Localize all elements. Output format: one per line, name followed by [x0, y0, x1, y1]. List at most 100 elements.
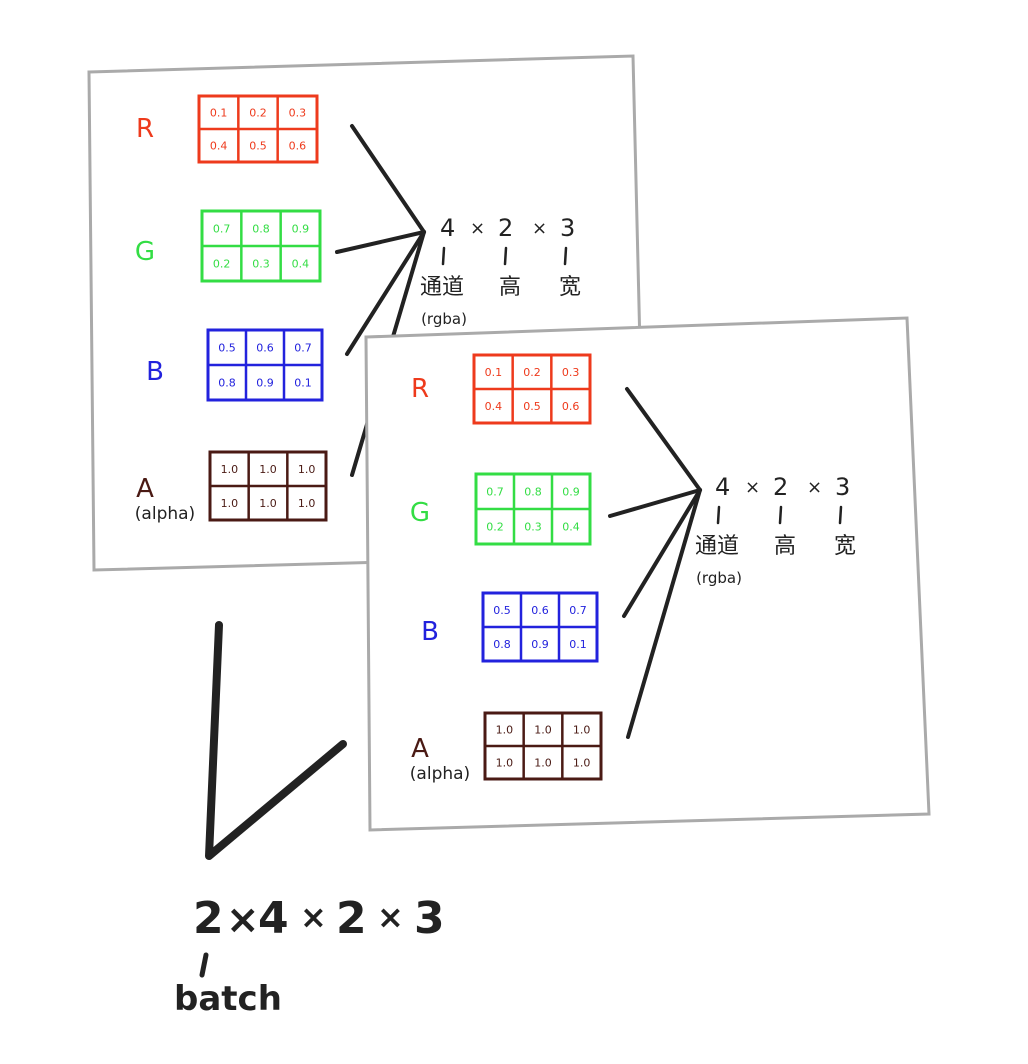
- channel-label-b: B: [146, 357, 164, 387]
- shape-dim: 2: [773, 473, 788, 501]
- grid-cell-value: 0.7: [569, 604, 587, 617]
- grid-cell-value: 0.8: [524, 486, 542, 499]
- grid-cell-value: 1.0: [496, 724, 514, 737]
- batch-label: batch: [174, 979, 282, 1019]
- shape-sep: ×: [470, 218, 485, 239]
- shape-dim: 2: [498, 214, 513, 242]
- grid-cell-value: 1.0: [534, 724, 552, 737]
- grid-cell-value: 0.9: [562, 486, 580, 499]
- grid-cell-value: 0.1: [485, 366, 503, 379]
- channel-label-r: R: [136, 114, 154, 144]
- fan-line: [335, 230, 426, 254]
- shape-tick: [563, 246, 568, 266]
- channel-note: (rgba): [421, 310, 467, 328]
- shape-sep: ×: [745, 477, 760, 498]
- batch-tick: [199, 952, 209, 978]
- batch-sep-0: ×: [226, 897, 260, 943]
- grid-cell-value: 0.7: [486, 486, 504, 499]
- channel-label-a: A: [411, 734, 429, 764]
- grid-cell-value: 0.7: [213, 223, 231, 236]
- channel-grid-b: 0.5 0.6 0.7 0.8 0.9 0.1: [206, 328, 324, 402]
- shape-sep: ×: [807, 477, 822, 498]
- channel-grid-a: 1.0 1.0 1.0 1.0 1.0 1.0: [483, 711, 603, 781]
- channel-label-g: G: [135, 237, 155, 267]
- grid-cell-value: 0.8: [493, 638, 511, 651]
- batch-sep-2: ×: [377, 898, 404, 936]
- batch-shape: 2 × 4 × 2 × 3 batch: [174, 621, 445, 1019]
- channel-grid-r: 0.1 0.2 0.3 0.4 0.5 0.6: [472, 353, 592, 425]
- fan-line: [626, 488, 702, 739]
- shape-dim-label: 宽: [559, 275, 581, 300]
- grid-cell-value: 0.3: [252, 258, 270, 271]
- grid-cell-value: 0.4: [485, 400, 503, 413]
- grid-cell-value: 0.1: [569, 638, 587, 651]
- channel-sublabel: (alpha): [410, 764, 470, 784]
- channel-grid-g: 0.7 0.8 0.9 0.2 0.3 0.4: [200, 209, 322, 283]
- shape-dim-label: 高: [499, 275, 521, 300]
- batch-dim-1: 4: [258, 893, 289, 944]
- fan-line: [608, 488, 702, 518]
- grid-cell-value: 0.1: [294, 377, 312, 390]
- channel-label-r: R: [411, 374, 429, 404]
- shape-dim-label: 通道: [420, 275, 464, 300]
- shape-dim: 3: [835, 473, 850, 501]
- channel-sublabel: (alpha): [135, 504, 195, 524]
- batch-dim-3: 3: [414, 893, 445, 944]
- shape-dim: 4: [715, 473, 730, 501]
- grid-cell-value: 1.0: [259, 463, 277, 476]
- grid-cell-value: 1.0: [259, 497, 277, 510]
- grid-cell-value: 1.0: [298, 463, 316, 476]
- grid-cell-value: 0.3: [289, 107, 307, 120]
- grid-cell-value: 0.5: [493, 604, 511, 617]
- grid-cell-value: 0.3: [562, 366, 580, 379]
- grid-cell-value: 0.1: [210, 107, 228, 120]
- shape-tick: [441, 246, 446, 266]
- grid-cell-value: 0.5: [218, 342, 236, 355]
- grid-cell-value: 1.0: [573, 757, 591, 770]
- grid-cell-value: 0.9: [531, 638, 549, 651]
- channel-grid-b: 0.5 0.6 0.7 0.8 0.9 0.1: [481, 591, 599, 663]
- grid-cell-value: 1.0: [534, 757, 552, 770]
- grid-cell-value: 1.0: [496, 757, 514, 770]
- grid-cell-value: 0.4: [292, 258, 310, 271]
- grid-cell-value: 0.8: [218, 377, 236, 390]
- shape-tick: [503, 246, 508, 266]
- image-panel-2: R 0.1 0.2 0.3 0.4 0.5 0.6G 0.7 0.8 0.9 0.2 0.3 0.4B 0…: [364, 316, 931, 832]
- grid-cell-value: 0.7: [294, 342, 312, 355]
- batch-sep-1: ×: [300, 898, 327, 936]
- batch-dim-2: 2: [336, 893, 367, 944]
- channel-label-b: B: [421, 617, 439, 647]
- fan-line: [350, 124, 426, 234]
- fan-line: [625, 387, 702, 492]
- grid-cell-value: 0.6: [289, 140, 307, 153]
- grid-cell-value: 0.2: [523, 366, 541, 379]
- grid-cell-value: 0.2: [213, 258, 231, 271]
- shape-sep: ×: [532, 218, 547, 239]
- channel-label-a: A: [136, 474, 154, 504]
- grid-cell-value: 0.6: [562, 400, 580, 413]
- fan-line: [345, 230, 426, 356]
- shape-dim: 3: [560, 214, 575, 242]
- grid-cell-value: 0.9: [292, 223, 310, 236]
- shape-dim: 4: [440, 214, 455, 242]
- shape-dim-label: 高: [774, 534, 796, 559]
- grid-cell-value: 0.2: [486, 521, 504, 534]
- batch-dim-0: 2: [193, 893, 224, 944]
- grid-cell-value: 0.6: [256, 342, 274, 355]
- grid-cell-value: 0.5: [249, 140, 267, 153]
- grid-cell-value: 1.0: [298, 497, 316, 510]
- grid-cell-value: 1.0: [221, 463, 239, 476]
- grid-cell-value: 0.5: [523, 400, 541, 413]
- channel-note: (rgba): [696, 569, 742, 587]
- batch-bracket: [205, 621, 347, 860]
- channel-label-g: G: [410, 498, 430, 528]
- grid-cell-value: 0.9: [256, 377, 274, 390]
- grid-cell-value: 1.0: [573, 724, 591, 737]
- grid-cell-value: 0.6: [531, 604, 549, 617]
- shape-tick: [716, 505, 721, 525]
- grid-cell-value: 0.4: [210, 140, 228, 153]
- grid-cell-value: 0.8: [252, 223, 270, 236]
